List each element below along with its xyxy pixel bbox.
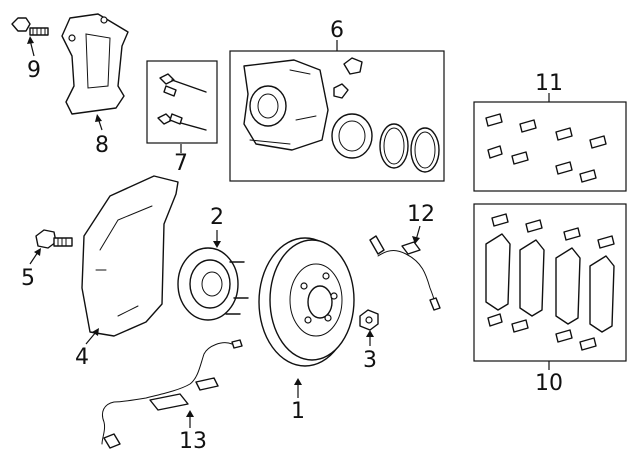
callout-3: 3 (363, 348, 377, 373)
part-10-box (473, 203, 627, 362)
part-10-brake-pads (485, 213, 615, 351)
part-13-wiring-harness (101, 339, 243, 449)
callout-labels: 9 8 7 6 11 10 2 12 5 4 3 1 13 (21, 18, 563, 454)
part-6-caliper (243, 57, 440, 173)
part-1-rotor (258, 237, 355, 367)
part-7-guide-pins (157, 73, 207, 131)
part-8-caliper-bracket (61, 13, 129, 115)
callout-6: 6 (330, 18, 344, 43)
callout-12: 12 (407, 202, 435, 227)
callout-13: 13 (179, 429, 207, 454)
callout-5: 5 (21, 266, 35, 291)
callout-11: 11 (535, 71, 563, 96)
part-2-hub (177, 247, 249, 321)
callout-8: 8 (95, 133, 109, 158)
part-5-bolt (35, 229, 73, 249)
part-9-bolt (11, 17, 49, 36)
callout-10: 10 (535, 371, 563, 396)
callout-4: 4 (75, 345, 89, 370)
callout-7: 7 (174, 151, 188, 176)
part-11-clips (485, 113, 607, 183)
leader-lines (27, 36, 550, 428)
part-11-box (473, 101, 627, 192)
part-7-box (146, 60, 218, 144)
callout-9: 9 (27, 58, 41, 83)
part-4-dust-shield (81, 175, 179, 337)
callout-2: 2 (210, 205, 224, 230)
callout-1: 1 (291, 399, 305, 424)
part-3-nut (359, 309, 379, 331)
part-12-wheel-speed-sensor (369, 235, 441, 311)
